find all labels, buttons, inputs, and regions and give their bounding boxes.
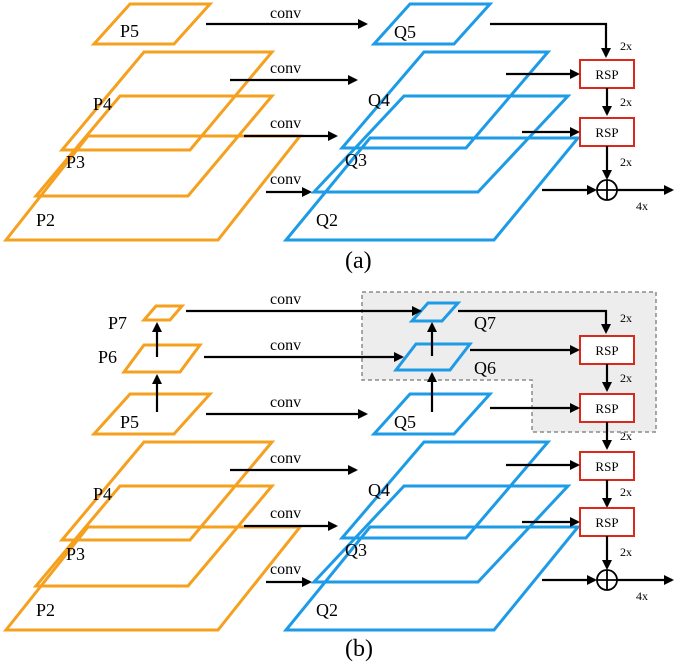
b-q3-label: Q3 [345,540,367,560]
b-conv-label-3: conv [270,505,301,522]
b-q7-label: Q7 [474,313,496,333]
circle-plus-icon [596,569,618,591]
a-q2-plane [282,136,582,242]
b-rsp-label-2: RSP [595,401,618,416]
panel-a: P5 P4 P3 P2 Q5 Q4 Q3 Q2 conv conv conv c… [2,2,674,274]
a-q2-label: Q2 [316,210,338,230]
b-q2-label: Q2 [316,600,338,620]
a-conv-label-3: conv [270,115,301,132]
a-q5-to-rsp-arrow [490,22,611,58]
a-scale-2x-2: 2x [620,95,632,109]
a-p5-plane [90,2,214,46]
b-p2-label: P2 [36,600,55,620]
a-q3-label: Q3 [345,150,367,170]
a-q4-plane [338,50,552,150]
b-q6-label: Q6 [474,358,496,378]
b-q2-plane [282,525,582,632]
b-scale-2x-2: 2x [620,371,632,385]
b-p6-plane [121,343,203,374]
b-scale-2x-5: 2x [620,545,632,559]
b-p7-plane [140,304,186,322]
b-rsp-label-1: RSP [595,343,618,358]
b-conv-label-6: conv [270,337,301,354]
b-conv-label-7: conv [270,291,301,308]
b-p5-label: P5 [120,412,139,432]
b-p3-plane [32,484,276,588]
b-conv-label-2: conv [270,561,301,578]
b-rsp-label-3: RSP [595,459,618,474]
b-q4-label: Q4 [368,480,390,500]
a-p4-label: P4 [93,94,112,114]
b-rsp-box-1 [579,335,635,365]
b-q7-to-rsp-arrow [458,309,611,334]
b-q6-plane [392,342,474,372]
a-p2-label: P2 [36,210,55,230]
b-scale-2x-3: 2x [620,429,632,443]
b-scale-4x: 4x [636,589,648,603]
b-q3-plane [310,484,572,584]
b-rsp-box-4 [579,507,635,537]
b-q4-plane [338,440,552,540]
b-scale-2x-4: 2x [620,485,632,499]
a-p4-plane [58,50,276,152]
b-scale-2x-1: 2x [620,311,632,325]
b-p4-label: P4 [93,484,112,504]
a-p3-label: P3 [66,152,85,172]
a-q5-label: Q5 [394,22,416,42]
a-conv-label-4: conv [270,60,301,77]
b-q5-label: Q5 [394,412,416,432]
b-p7-label: P7 [108,313,127,333]
a-p3-plane [32,94,276,198]
a-rsp-label-1: RSP [595,67,618,82]
b-conv-label-5: conv [270,394,301,411]
b-p6-label: P6 [98,347,117,367]
b-caption: (b) [345,636,373,662]
a-q4-label: Q4 [368,90,390,110]
b-p5-plane [90,392,214,436]
panel-b: P7 P6 P5 P4 P3 P2 Q7 Q6 Q5 Q4 Q3 Q2 conv… [2,291,674,662]
a-conv-label-2: conv [270,171,301,188]
b-p3-label: P3 [66,544,85,564]
a-caption: (a) [345,248,372,274]
b-q7-plane [408,301,462,323]
b-conv-label-4: conv [270,450,301,467]
a-rsp-label-2: RSP [595,125,618,140]
a-scale-4x: 4x [636,199,648,213]
a-p5-label: P5 [120,21,139,41]
a-rsp-box-2 [579,117,635,147]
b-q5-plane [370,392,494,436]
a-conv-label-5: conv [270,5,301,22]
a-q5-plane [370,2,494,46]
a-q3-plane [310,94,572,194]
a-rsp-box-1 [579,59,635,89]
circle-plus-icon [596,179,618,201]
a-scale-2x-1: 2x [620,39,632,53]
b-rsp-label-4: RSP [595,515,618,530]
a-scale-2x-3: 2x [620,155,632,169]
b-p4-plane [58,440,276,542]
